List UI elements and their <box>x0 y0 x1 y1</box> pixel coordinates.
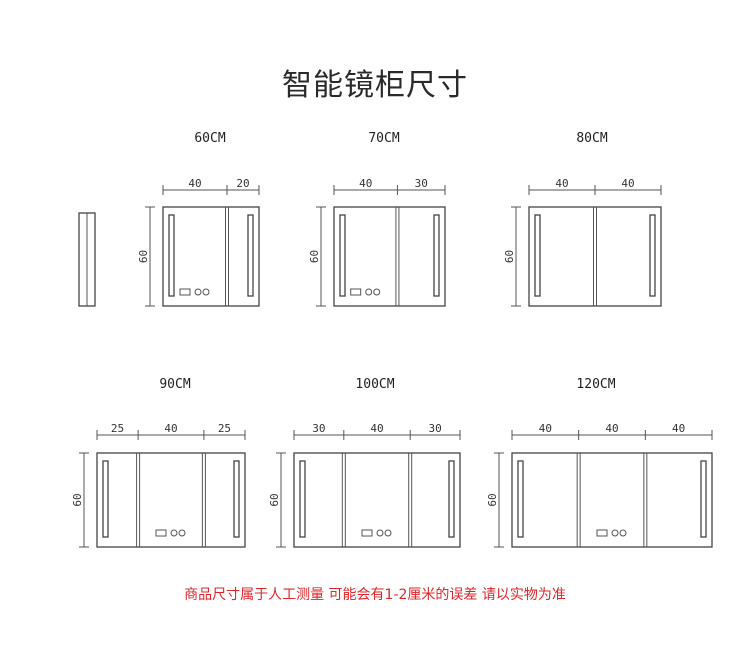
size-label-90: 90CM <box>159 377 191 392</box>
segment-width-label: 40 <box>605 422 618 435</box>
segment-width-label: 40 <box>621 177 634 190</box>
led-strip-right <box>247 214 254 297</box>
segment-width-label: 25 <box>111 422 124 435</box>
height-label: 60 <box>137 250 150 263</box>
touch-button-icon <box>365 288 373 296</box>
segment-width-label: 30 <box>312 422 325 435</box>
cabinet-frame <box>528 206 662 307</box>
led-strip-left <box>102 460 109 538</box>
touch-button-icon <box>376 529 384 537</box>
segment-width-label: 40 <box>359 177 372 190</box>
segment-width-label: 40 <box>188 177 201 190</box>
size-label-70: 70CM <box>368 131 400 146</box>
cabinet-frame <box>162 206 260 307</box>
segment-width-label: 25 <box>218 422 231 435</box>
height-label: 60 <box>486 493 499 506</box>
segment-width-label: 20 <box>236 177 249 190</box>
clock-display-icon <box>596 529 608 537</box>
segment-width-label: 40 <box>555 177 568 190</box>
size-label-80: 80CM <box>576 131 608 146</box>
defog-button-icon <box>202 288 210 296</box>
clock-display-icon <box>179 288 191 296</box>
defog-button-icon <box>384 529 392 537</box>
size-label-60: 60CM <box>194 131 226 146</box>
size-label-120: 120CM <box>576 377 616 392</box>
cabinet-90cm: 25 40 25 60 <box>71 422 246 548</box>
led-strip-left <box>299 460 306 538</box>
led-strip-right <box>649 214 656 297</box>
page-title: 智能镜柜尺寸 <box>282 68 468 103</box>
height-label: 60 <box>71 493 84 506</box>
defog-button-icon <box>178 529 186 537</box>
segment-width-label: 40 <box>539 422 552 435</box>
led-strip-left <box>168 214 175 297</box>
measurement-disclaimer: 商品尺寸属于人工测量 可能会有1-2厘米的误差 请以实物为准 <box>184 587 566 603</box>
segment-width-label: 30 <box>428 422 441 435</box>
touch-button-icon <box>611 529 619 537</box>
cabinet-100cm: 30 40 30 60 <box>268 422 461 548</box>
led-strip-left <box>517 460 524 538</box>
led-strip-right <box>448 460 455 538</box>
segment-width-label: 40 <box>164 422 177 435</box>
led-strip-left <box>534 214 541 297</box>
led-strip-right <box>700 460 707 538</box>
defog-button-icon <box>619 529 627 537</box>
segment-width-label: 40 <box>370 422 383 435</box>
touch-button-icon <box>194 288 202 296</box>
touch-button-icon <box>170 529 178 537</box>
clock-display-icon <box>350 288 362 296</box>
segment-width-label: 30 <box>415 177 428 190</box>
cabinet-120cm: 40 40 40 60 <box>486 422 713 548</box>
height-label: 60 <box>268 493 281 506</box>
clock-display-icon <box>361 529 373 537</box>
size-label-100: 100CM <box>355 377 395 392</box>
cabinet-60cm: 40 20 60 <box>137 177 260 307</box>
segment-width-label: 40 <box>672 422 685 435</box>
height-label: 60 <box>503 250 516 263</box>
height-label: 60 <box>308 250 321 263</box>
cabinet-80cm: 40 40 60 <box>503 177 662 307</box>
cabinet-70cm: 40 30 60 <box>308 177 446 307</box>
defog-button-icon <box>373 288 381 296</box>
clock-display-icon <box>155 529 167 537</box>
led-strip-right <box>233 460 240 538</box>
side-profile-view <box>78 212 96 307</box>
led-strip-left <box>339 214 346 297</box>
led-strip-right <box>433 214 440 297</box>
